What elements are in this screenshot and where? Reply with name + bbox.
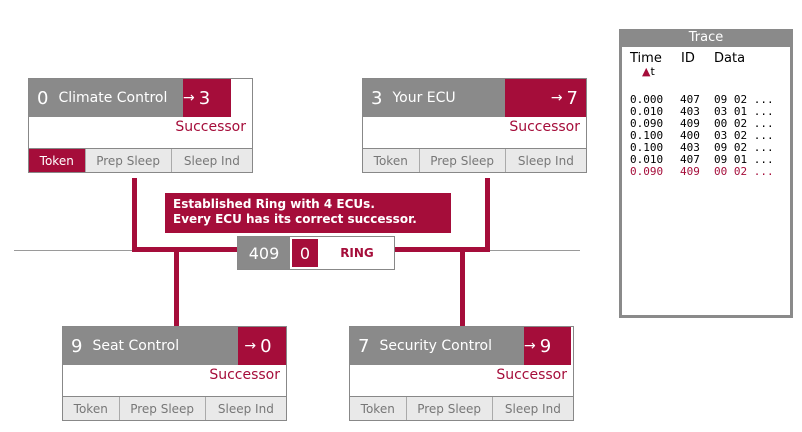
sort-ascending-icon: ▲	[642, 65, 651, 78]
trace-id: 409	[680, 117, 700, 130]
successor-label: Successor	[175, 119, 246, 135]
ring-message-value: 0	[290, 237, 320, 269]
sleep-ind-button[interactable]: Sleep Ind	[492, 397, 574, 420]
trace-time: 0.010	[630, 105, 664, 118]
trace-data: 09 02 ...	[714, 141, 774, 154]
ring-message-id: 409	[238, 237, 290, 269]
successor-label: Successor	[209, 367, 280, 383]
trace-time: 0.010	[630, 153, 664, 166]
successor-label: Successor	[496, 367, 567, 383]
ring-line-right-horizontal	[395, 247, 490, 252]
token-button[interactable]: Token	[63, 397, 120, 420]
trace-title: Trace	[688, 30, 724, 45]
ecu-id: 3	[371, 87, 383, 109]
ring-line-left-horizontal	[132, 247, 240, 252]
sort-suffix: t	[650, 65, 655, 78]
arrow-right-icon: →	[244, 338, 257, 354]
ecu-successor-id: 3	[198, 87, 211, 109]
trace-col-time[interactable]: Time	[630, 51, 662, 66]
trace-time: 0.090	[630, 117, 664, 130]
trace-data: 09 02 ...	[714, 93, 774, 106]
sort-indicator: ▲t	[642, 65, 655, 78]
trace-id: 409	[680, 165, 700, 178]
trace-row[interactable]: 0.010 403 03 01 ...	[630, 106, 774, 118]
ecu-id: 9	[71, 335, 83, 357]
trace-row[interactable]: 0.090 409 00 02 ...	[630, 166, 774, 178]
sleep-ind-button[interactable]: Sleep Ind	[171, 149, 253, 172]
trace-panel: Trace Time ID Data ▲t 0.000 407 09 02 ... …	[619, 29, 793, 318]
arrow-right-icon: →	[524, 338, 536, 354]
trace-time: 0.000	[630, 93, 664, 106]
token-button[interactable]: Token	[350, 397, 407, 420]
prep-sleep-button[interactable]: Prep Sleep	[419, 149, 506, 172]
trace-row[interactable]: 0.100 400 03 02 ...	[630, 130, 774, 142]
trace-time: 0.100	[630, 141, 664, 154]
trace-id: 403	[680, 105, 700, 118]
trace-row[interactable]: 0.000 407 09 02 ...	[630, 94, 774, 106]
ring-message-label: RING	[340, 246, 374, 260]
trace-id: 407	[680, 153, 700, 166]
trace-data: 00 02 ...	[714, 165, 774, 178]
trace-col-id[interactable]: ID	[681, 51, 695, 66]
prep-sleep-button[interactable]: Prep Sleep	[406, 397, 493, 420]
banner-line-2: Every ECU has its correct successor.	[173, 212, 417, 226]
ecu-id: 0	[37, 87, 49, 109]
trace-data: 03 01 ...	[714, 105, 774, 118]
ecu-your-ecu: 3 Your ECU → 7 Successor Token Prep Slee…	[362, 78, 587, 173]
ring-message: 409 0 RING	[237, 236, 395, 270]
arrow-right-icon: →	[550, 90, 563, 106]
ecu-name: Your ECU	[392, 90, 456, 106]
trace-table: Time ID Data ▲t 0.000 407 09 02 ... 0.010 4…	[622, 47, 790, 315]
prep-sleep-button[interactable]: Prep Sleep	[119, 397, 206, 420]
ecu-name: Climate Control	[58, 90, 168, 106]
ecu-name: Seat Control	[92, 338, 180, 354]
trace-time: 0.090	[630, 165, 664, 178]
token-button[interactable]: Token	[29, 149, 86, 172]
trace-row[interactable]: 0.090 409 00 02 ...	[630, 118, 774, 130]
banner-line-1: Established Ring with 4 ECUs.	[173, 197, 375, 211]
ecu-climate-control: 0 Climate Control → 3 Successor Token Pr…	[28, 78, 253, 173]
trace-row[interactable]: 0.010 407 09 01 ...	[630, 154, 774, 166]
trace-id: 403	[680, 141, 700, 154]
ecu-successor-id: 9	[539, 335, 552, 357]
ring-line-right-vertical	[485, 178, 490, 252]
trace-row[interactable]: 0.100 403 09 02 ...	[630, 142, 774, 154]
status-banner: Established Ring with 4 ECUs. Every ECU …	[165, 193, 451, 233]
ecu-successor-id: 0	[260, 335, 272, 357]
ecu-name: Security Control	[379, 338, 492, 354]
prep-sleep-button[interactable]: Prep Sleep	[85, 149, 172, 172]
ecu-security-control: 7 Security Control → 9 Successor Token P…	[349, 326, 574, 421]
ring-line-bottom-right	[460, 250, 465, 326]
sleep-ind-button[interactable]: Sleep Ind	[205, 397, 287, 420]
ecu-successor-id: 7	[566, 87, 578, 109]
ring-line-left-vertical	[132, 178, 137, 252]
sleep-ind-button[interactable]: Sleep Ind	[505, 149, 587, 172]
trace-data: 00 02 ...	[714, 117, 774, 130]
trace-id: 407	[680, 93, 700, 106]
ecu-id: 7	[358, 335, 370, 357]
trace-time: 0.100	[630, 129, 664, 142]
successor-label: Successor	[509, 119, 580, 135]
arrow-right-icon: →	[183, 90, 195, 106]
trace-data: 03 02 ...	[714, 129, 774, 142]
trace-data: 09 01 ...	[714, 153, 774, 166]
ring-line-bottom-left	[174, 250, 179, 326]
trace-col-data[interactable]: Data	[714, 51, 746, 66]
ecu-seat-control: 9 Seat Control → 0 Successor Token Prep …	[62, 326, 287, 421]
token-button[interactable]: Token	[363, 149, 420, 172]
trace-id: 400	[680, 129, 700, 142]
